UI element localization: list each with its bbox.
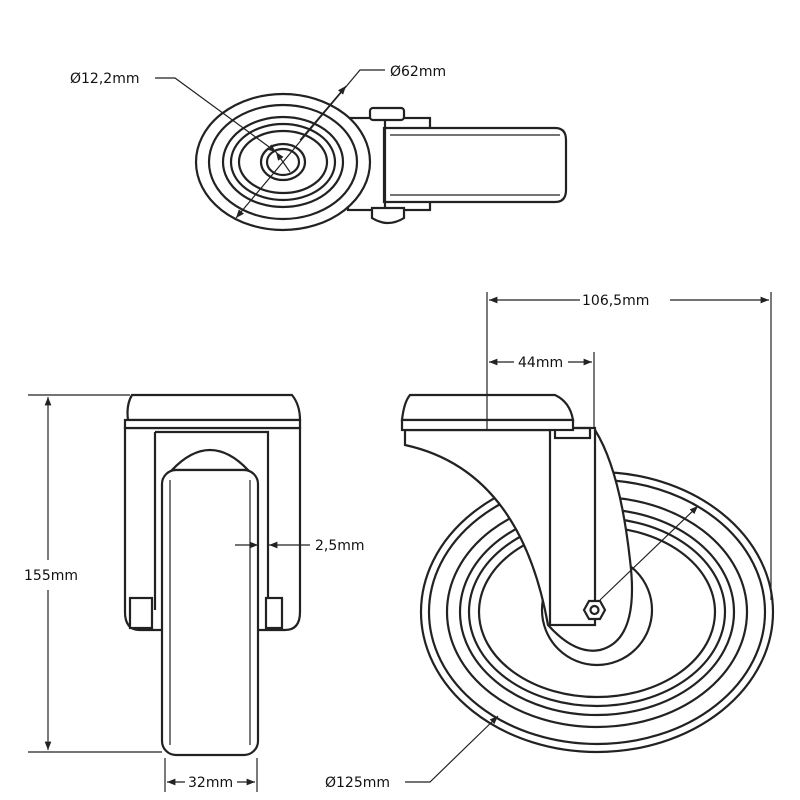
hex-nut [582,599,607,621]
axle-nut-left [128,596,154,630]
nut [370,206,406,225]
offset-label: 44mm [518,355,563,371]
height-label: 155mm [24,568,78,584]
top-view: Ø12,2mm Ø62mm [70,64,568,232]
bore-hole [259,142,307,182]
axle-nut-right [264,596,284,630]
bracket [548,426,597,627]
bolt-head [368,106,406,122]
total-length-label: 106,5mm [582,293,649,309]
wheel-top [382,126,568,204]
bore-diameter-label: Ø12,2mm [70,71,139,87]
wheel-width-label: 32mm [188,775,233,791]
side-view: 106,5mm 44mm Ø125mm [325,292,775,791]
clearance-label: 2,5mm [315,538,365,554]
top-plate [126,393,302,422]
plate-diameter-label: Ø62mm [390,64,446,80]
front-view: 155mm 32mm 2,5mm [24,393,365,792]
wheel-front [160,468,260,757]
wheel-diameter-label: Ø125mm [325,775,390,791]
